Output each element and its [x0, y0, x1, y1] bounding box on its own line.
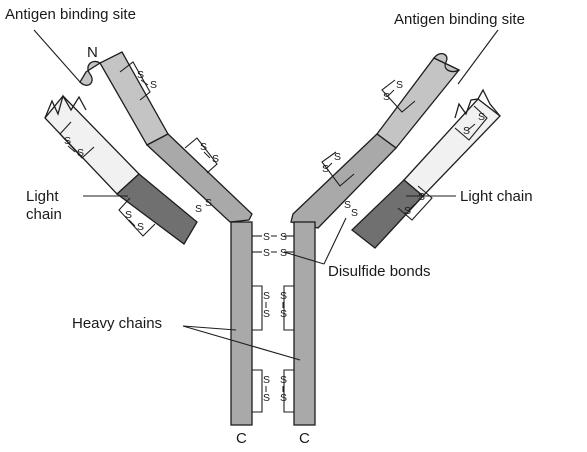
- sulfur-label-7: S: [137, 221, 144, 233]
- sulfur-label-5: S: [77, 147, 84, 159]
- leader-disulfide-1: [283, 251, 325, 265]
- sulfur-label-28: S: [263, 374, 270, 386]
- left-heavy-constant-region: [145, 133, 253, 223]
- heavy-chains-label: Heavy chains: [72, 315, 163, 332]
- disulfide-dash-6: [467, 123, 476, 131]
- left-light-zigzag-tip: [44, 94, 87, 119]
- left-heavy-chain-arm: [79, 51, 253, 223]
- hinge-brackets: [252, 285, 294, 413]
- right-light-zigzag-tip: [454, 88, 501, 119]
- sulfur-label-3: S: [212, 153, 219, 165]
- disulfide-dash-2: [67, 145, 76, 153]
- sulfur-label-11: S: [334, 151, 341, 163]
- disulfide-bonds-label: Disulfide bonds: [328, 263, 431, 280]
- left-light-constant-region: [115, 173, 198, 245]
- disulfide-dash-0: [140, 79, 149, 86]
- sulfur-label-17: S: [205, 197, 212, 209]
- sulfur-label-2: S: [200, 141, 207, 153]
- sulfur-label-21: S: [280, 231, 287, 243]
- disulfide-dash-4: [387, 89, 395, 97]
- sulfur-label-4: S: [64, 135, 71, 147]
- disulfide-dash-5: [326, 162, 333, 169]
- sulfur-label-18: S: [344, 199, 351, 211]
- sulfur-label-20: S: [263, 231, 270, 243]
- light-chain-left-label-line1: Light: [26, 188, 59, 205]
- sulfur-label-25: S: [280, 290, 287, 302]
- leader-heavy-right: [182, 325, 301, 361]
- leader-antigen-left: [33, 29, 81, 83]
- sulfur-label-22: S: [263, 247, 270, 259]
- sulfur-label-26: S: [263, 308, 270, 320]
- leader-antigen-right: [457, 29, 499, 85]
- sulfur-label-30: S: [263, 392, 270, 404]
- sulfur-label-8: S: [383, 91, 390, 103]
- sulfur-label-15: S: [418, 191, 425, 203]
- sulfur-label-9: S: [396, 79, 403, 91]
- sulfur-label-0: S: [137, 69, 144, 81]
- c-terminus-right-label: C: [299, 430, 310, 447]
- sulfur-label-19: S: [351, 207, 358, 219]
- sulfur-label-6: S: [125, 209, 132, 221]
- n-terminus-label: N: [87, 44, 98, 61]
- sulfur-label-13: S: [478, 111, 485, 123]
- right-light-constant-region: [351, 179, 424, 249]
- sulfur-label-14: S: [404, 205, 411, 217]
- disulfide-dash-7: [408, 203, 416, 211]
- left-heavy-variable-region: [99, 51, 169, 146]
- sulfur-label-31: S: [280, 392, 287, 404]
- sulfur-label-12: S: [463, 125, 470, 137]
- sulfur-label-29: S: [280, 374, 287, 386]
- antigen-binding-site-left-label: Antigen binding site: [5, 6, 136, 23]
- sulfur-label-1: S: [150, 79, 157, 91]
- c-terminus-left-label: C: [236, 430, 247, 447]
- left-light-chain: [44, 94, 198, 245]
- arm-disulfide-brackets: [59, 61, 488, 237]
- disulfide-dash-3: [128, 219, 136, 227]
- sulfur-label-10: S: [322, 163, 329, 175]
- leader-heavy-left: [182, 325, 237, 331]
- light-chain-left-label-line2: chain: [26, 206, 62, 223]
- left-heavy-stem: [230, 221, 253, 426]
- interchain-bonds: [252, 235, 294, 253]
- sulfur-label-16: S: [195, 203, 202, 215]
- leader-disulfide-2: [323, 217, 347, 265]
- right-heavy-binding-tip: [433, 52, 461, 73]
- right-heavy-chain-arm: [290, 52, 461, 229]
- sulfur-label-23: S: [280, 247, 287, 259]
- left-heavy-binding-tip: [79, 60, 102, 86]
- light-chain-right-label: Light chain: [460, 188, 533, 205]
- sulfur-label-27: S: [280, 308, 287, 320]
- right-heavy-stem: [293, 221, 316, 426]
- disulfide-dash-1: [203, 151, 211, 159]
- leader-lines: [33, 29, 499, 361]
- antigen-binding-site-right-label: Antigen binding site: [394, 11, 525, 28]
- sulfur-label-24: S: [263, 290, 270, 302]
